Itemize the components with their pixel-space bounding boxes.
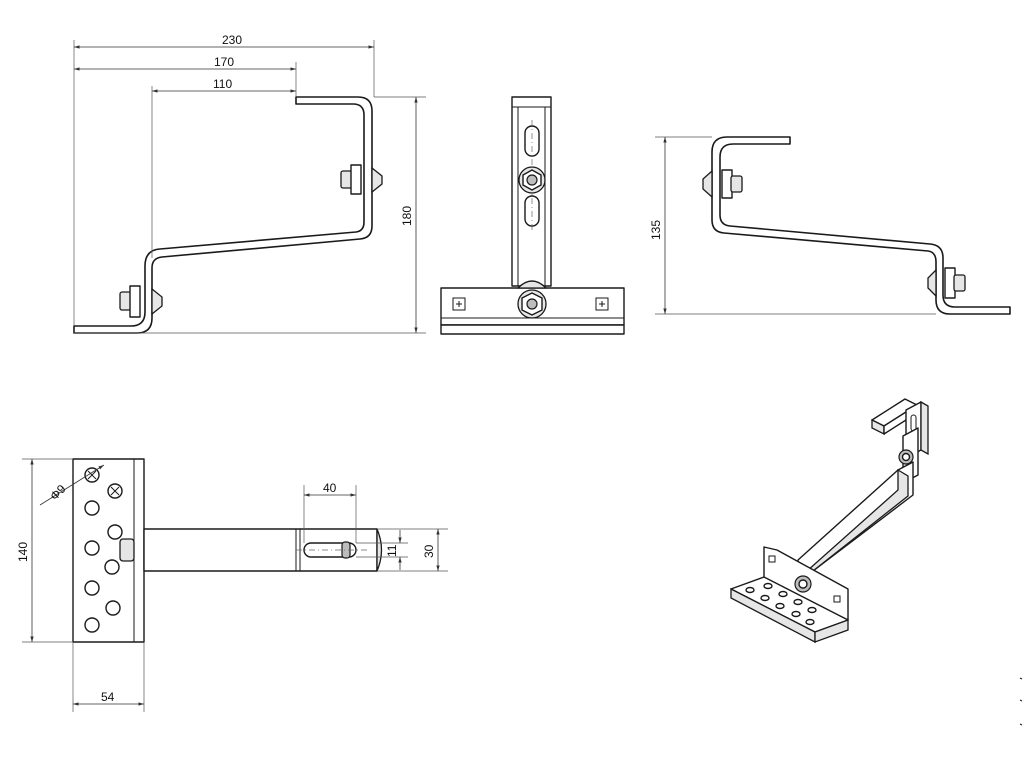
front-upper-bolt <box>340 164 383 195</box>
top-arm <box>143 528 378 572</box>
dim-label-230: 230 <box>222 33 242 47</box>
dim-label-hole: Φ9 <box>47 482 69 504</box>
iso-lower-nut <box>794 575 812 593</box>
isometric-view <box>730 398 929 644</box>
dim-label-11: 11 <box>385 544 399 557</box>
dim-label-110: 110 <box>213 77 232 91</box>
iso-upper-nut <box>898 449 914 465</box>
dim-label-40: 40 <box>323 481 337 495</box>
dim-label-135: 135 <box>649 220 663 240</box>
front-lower-bolt <box>119 285 163 318</box>
side-square-hole-right <box>595 297 609 311</box>
dim-label-54: 54 <box>101 690 115 704</box>
dim-label-170: 170 <box>214 55 234 69</box>
top-view: Φ9 140 40 11 30 54 <box>16 458 448 712</box>
side-view <box>440 96 625 335</box>
edge-marks <box>1019 677 1023 726</box>
dim-label-140: 140 <box>16 542 30 562</box>
front-hook-profile <box>73 96 373 334</box>
mirror-lower-bolt <box>927 267 966 299</box>
dim-label-180: 180 <box>400 206 414 226</box>
top-bolt <box>119 538 135 562</box>
mirror-view: 135 <box>649 136 1011 315</box>
dim-label-30: 30 <box>422 544 436 558</box>
iso-base-holes <box>745 582 817 626</box>
front-view: 230 170 110 180 <box>73 33 426 334</box>
side-lower-nut <box>516 280 548 319</box>
side-square-hole-left <box>452 297 466 311</box>
mirror-upper-bolt <box>702 169 743 199</box>
side-upper-nut <box>518 166 546 194</box>
dim-line-hole <box>39 464 105 506</box>
mirror-hook-profile <box>711 136 1011 315</box>
iso-arm <box>797 461 914 580</box>
